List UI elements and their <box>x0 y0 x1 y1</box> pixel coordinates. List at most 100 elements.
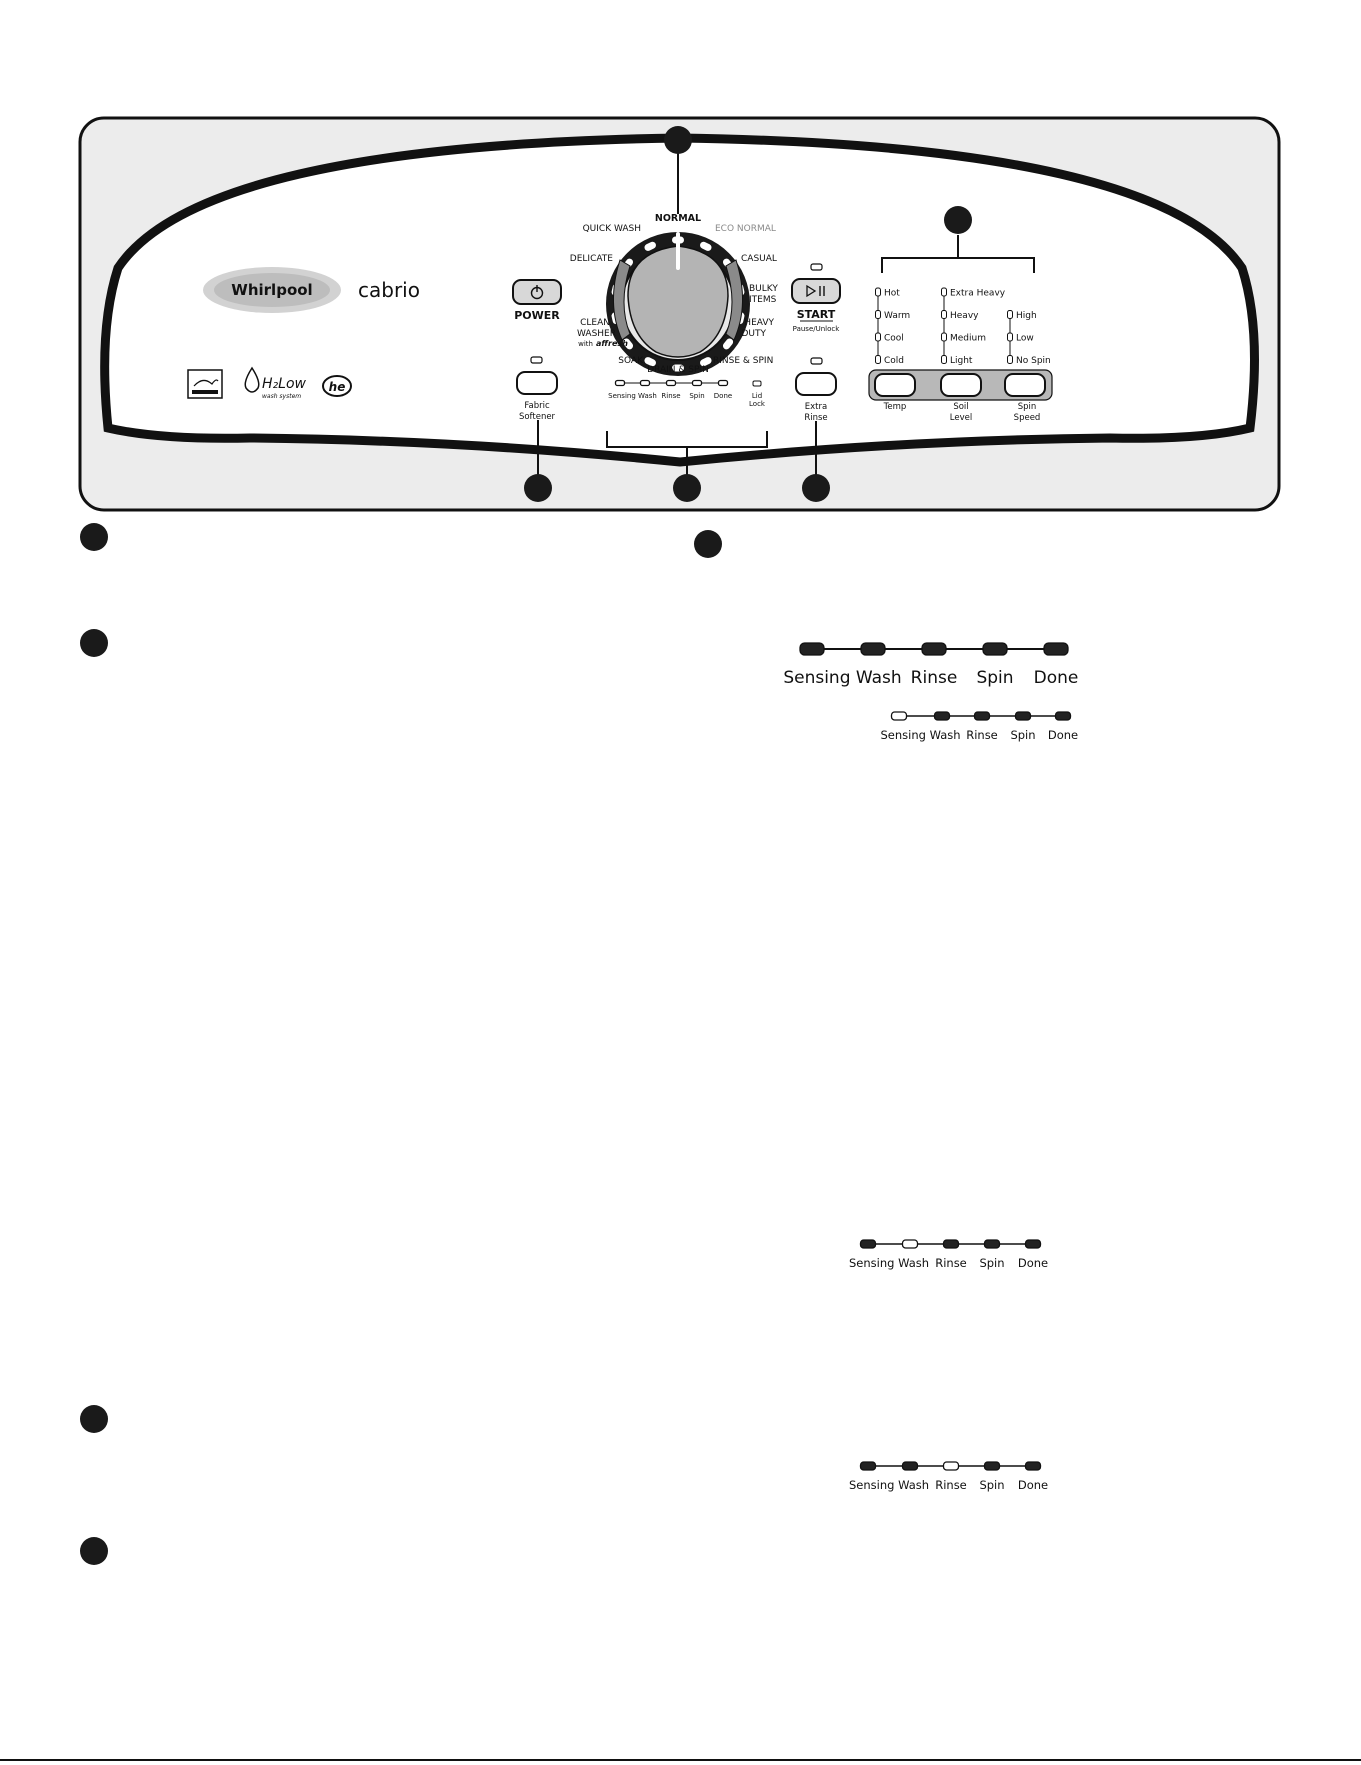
cycle-dial-knob[interactable] <box>627 245 729 358</box>
cycle-dial-slot <box>700 357 712 367</box>
status-light <box>1024 1461 1042 1471</box>
option-label: No Spin <box>1016 356 1051 366</box>
section-marker-5 <box>80 1537 108 1565</box>
option-indicator-light <box>875 310 881 319</box>
status-bracket-leader <box>606 431 768 478</box>
status-label: Rinse <box>661 392 680 400</box>
water-drop-icon <box>244 366 260 393</box>
status-light <box>901 1239 919 1249</box>
extra-rinse-indicator <box>810 357 823 365</box>
status-light <box>942 1239 960 1249</box>
option-indicator-light <box>1007 310 1013 319</box>
cycle-bulky-1: BULKY <box>749 284 778 294</box>
cycle-drain-spin: DRAIN & SPIN <box>647 365 709 375</box>
fabric-softener-button[interactable] <box>516 371 558 395</box>
status-light <box>890 711 908 721</box>
cycle-quick-wash: QUICK WASH <box>583 224 641 234</box>
callout-marker-fabric-softener <box>524 474 552 502</box>
fabric-softener-indicator <box>530 356 543 364</box>
temp-button[interactable] <box>874 373 916 397</box>
soil-level-button[interactable] <box>940 373 982 397</box>
whirlpool-logo-inner <box>214 273 330 307</box>
cycle-dial-slot <box>622 338 634 350</box>
status-light <box>942 1461 960 1471</box>
cycle-rinse-spin: RINSE & SPIN <box>713 356 773 366</box>
cycle-dial-slot <box>644 357 656 367</box>
cycle-normal: NORMAL <box>655 213 701 224</box>
spin-speed-button[interactable] <box>1004 373 1046 397</box>
section-marker-4 <box>80 1405 108 1433</box>
energy-star-bar-icon <box>192 390 218 394</box>
power-label: POWER <box>514 309 560 322</box>
extra-rinse-button[interactable] <box>795 372 837 396</box>
start-sublabel: Pause/Unlock <box>793 325 841 333</box>
status-label: Spin <box>689 392 704 400</box>
cycle-dial-slot <box>644 241 656 251</box>
option-label: High <box>1016 311 1037 321</box>
cabrio-model-label: cabrio <box>358 278 420 302</box>
section-marker-2 <box>694 530 722 558</box>
status-light <box>691 379 703 387</box>
h2low-sublabel: wash system <box>262 393 301 400</box>
option-label: Heavy <box>950 311 979 321</box>
status-label: Sensing Wash <box>608 392 657 400</box>
status-label: Done <box>1018 1478 1048 1492</box>
status-light <box>614 379 626 387</box>
options-bracket-leader <box>881 235 1035 273</box>
status-light <box>1024 1239 1042 1249</box>
status-label: Rinse <box>966 728 998 742</box>
option-label: Warm <box>884 311 910 321</box>
option-label: Cool <box>884 334 904 344</box>
lid-lock-label-1: Lid <box>752 392 762 400</box>
fabric-softener-label-2: Softener <box>519 412 556 422</box>
status-label: Done <box>714 392 732 400</box>
status-label: Sensing Wash <box>849 1478 929 1492</box>
cycle-dial-slot <box>722 338 734 350</box>
temp-label: Temp <box>883 402 907 412</box>
status-label: Done <box>1048 728 1078 742</box>
status-label: Done <box>1034 668 1079 688</box>
cycle-status-lights: Sensing Wash Rinse Spin Done <box>608 379 732 400</box>
play-icon <box>806 284 817 298</box>
he-badge-icon <box>322 375 352 397</box>
option-indicator-light <box>1007 332 1013 342</box>
cycle-eco-normal: ECO NORMAL <box>715 224 776 234</box>
cycle-clean-affresh: affresh <box>596 339 628 348</box>
h2low-label: H₂Low <box>262 376 307 392</box>
status-label: Spin <box>976 668 1013 688</box>
option-indicator-light <box>941 287 947 297</box>
status-light <box>639 379 651 387</box>
callout-marker-status <box>673 474 701 502</box>
status-light <box>983 1239 1001 1249</box>
status-light <box>901 1461 919 1471</box>
status-light <box>860 642 886 656</box>
cycle-clean-washer-1: CLEAN <box>580 318 610 328</box>
spin-speed-label-1: Spin <box>1018 402 1037 412</box>
soil-level-label-1: Soil <box>953 402 968 412</box>
status-light <box>1043 642 1069 656</box>
status-light <box>1054 711 1072 721</box>
cycle-dial-grip-right <box>725 259 743 341</box>
option-label: Cold <box>884 356 904 366</box>
lid-lock-indicator <box>752 380 762 387</box>
status-light <box>665 379 677 387</box>
callout-marker-options <box>944 206 972 234</box>
lid-lock-label-2: Lock <box>749 400 766 408</box>
cycle-casual: CASUAL <box>741 254 777 264</box>
extra-rinse-label-1: Extra <box>805 402 827 412</box>
section-marker-3 <box>80 629 108 657</box>
he-badge-text: he <box>329 380 346 394</box>
status-light <box>799 642 825 656</box>
status-light <box>1014 711 1032 721</box>
option-indicator-light <box>875 355 881 364</box>
option-label: Medium <box>950 334 986 344</box>
option-indicator-light <box>941 310 947 319</box>
status-label: Sensing Wash <box>849 1256 929 1270</box>
status-light <box>717 379 729 387</box>
